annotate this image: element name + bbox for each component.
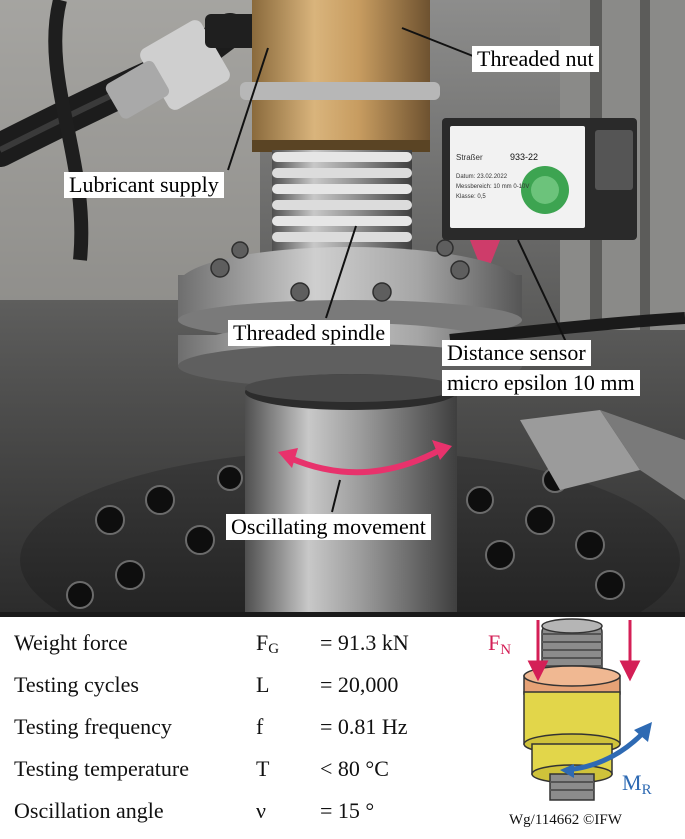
leader-threaded-spindle bbox=[325, 225, 357, 319]
spec-label: Testing frequency bbox=[14, 714, 172, 739]
sensor-label-model: 933-22 bbox=[510, 152, 538, 162]
spindle-schematic bbox=[470, 618, 682, 808]
test-parameters-table: Weight force FG = 91.3 kN Testing cycles… bbox=[14, 624, 444, 834]
spec-symbol: L bbox=[256, 672, 270, 697]
leader-threaded-nut bbox=[401, 27, 479, 59]
sensor-label-range: Messbereich: 10 mm 0-10V bbox=[456, 184, 529, 190]
callout-distance-sensor-line2: micro epsilon 10 mm bbox=[442, 370, 640, 396]
spec-value: = 0.81 Hz bbox=[320, 714, 408, 739]
spec-label: Oscillation angle bbox=[14, 798, 164, 823]
sensor-label-date: Datum: 23.02.2022 bbox=[456, 174, 508, 180]
callout-oscillating-movement: Oscillating movement bbox=[226, 514, 431, 540]
spec-row-testing-cycles: Testing cycles L = 20,000 bbox=[14, 666, 444, 708]
spec-value: = 91.3 kN bbox=[320, 630, 409, 655]
section-divider bbox=[0, 612, 685, 617]
callout-lubricant-supply: Lubricant supply bbox=[64, 172, 224, 198]
spec-label: Weight force bbox=[14, 630, 128, 655]
spec-symbol: FG bbox=[256, 630, 280, 657]
spec-value: = 20,000 bbox=[320, 672, 399, 697]
callout-distance-sensor-line1: Distance sensor bbox=[442, 340, 591, 366]
spec-row-testing-temperature: Testing temperature T < 80 °C bbox=[14, 750, 444, 792]
spec-label: Testing temperature bbox=[14, 756, 190, 781]
spec-symbol: f bbox=[256, 714, 264, 739]
spec-label: Testing cycles bbox=[14, 672, 139, 697]
sensor-label-class: Klasse: 0,5 bbox=[456, 194, 486, 200]
leader-lubricant-supply bbox=[227, 47, 269, 171]
force-arrows bbox=[527, 620, 641, 682]
leader-distance-sensor bbox=[517, 239, 567, 343]
spec-row-weight-force: Weight force FG = 91.3 kN bbox=[14, 624, 444, 666]
callout-threaded-nut: Threaded nut bbox=[472, 46, 599, 72]
spindle-schematic-drawing bbox=[523, 618, 652, 801]
spec-symbol: T bbox=[256, 756, 270, 781]
figure-credit: Wg/114662 ©IFW bbox=[509, 812, 622, 828]
spec-symbol: ν bbox=[256, 798, 266, 823]
callout-threaded-spindle: Threaded spindle bbox=[228, 320, 391, 346]
test-rig-photo: Straßer 933-22 Datum: 23.02.2022 Messber… bbox=[0, 0, 685, 612]
leader-oscillating-movement bbox=[331, 479, 341, 513]
spec-value: = 15 ° bbox=[320, 798, 375, 823]
test-rig-illustration: Straßer 933-22 Datum: 23.02.2022 Messber… bbox=[0, 0, 685, 612]
spec-value: < 80 °C bbox=[320, 756, 389, 781]
normal-force-label: FN bbox=[488, 630, 512, 658]
friction-moment-label: MR bbox=[622, 770, 652, 798]
moment-arrow bbox=[560, 722, 652, 778]
sensor-label-brand: Straßer bbox=[456, 153, 483, 162]
spec-row-testing-frequency: Testing frequency f = 0.81 Hz bbox=[14, 708, 444, 750]
spec-row-oscillation-angle: Oscillation angle ν = 15 ° bbox=[14, 792, 444, 834]
